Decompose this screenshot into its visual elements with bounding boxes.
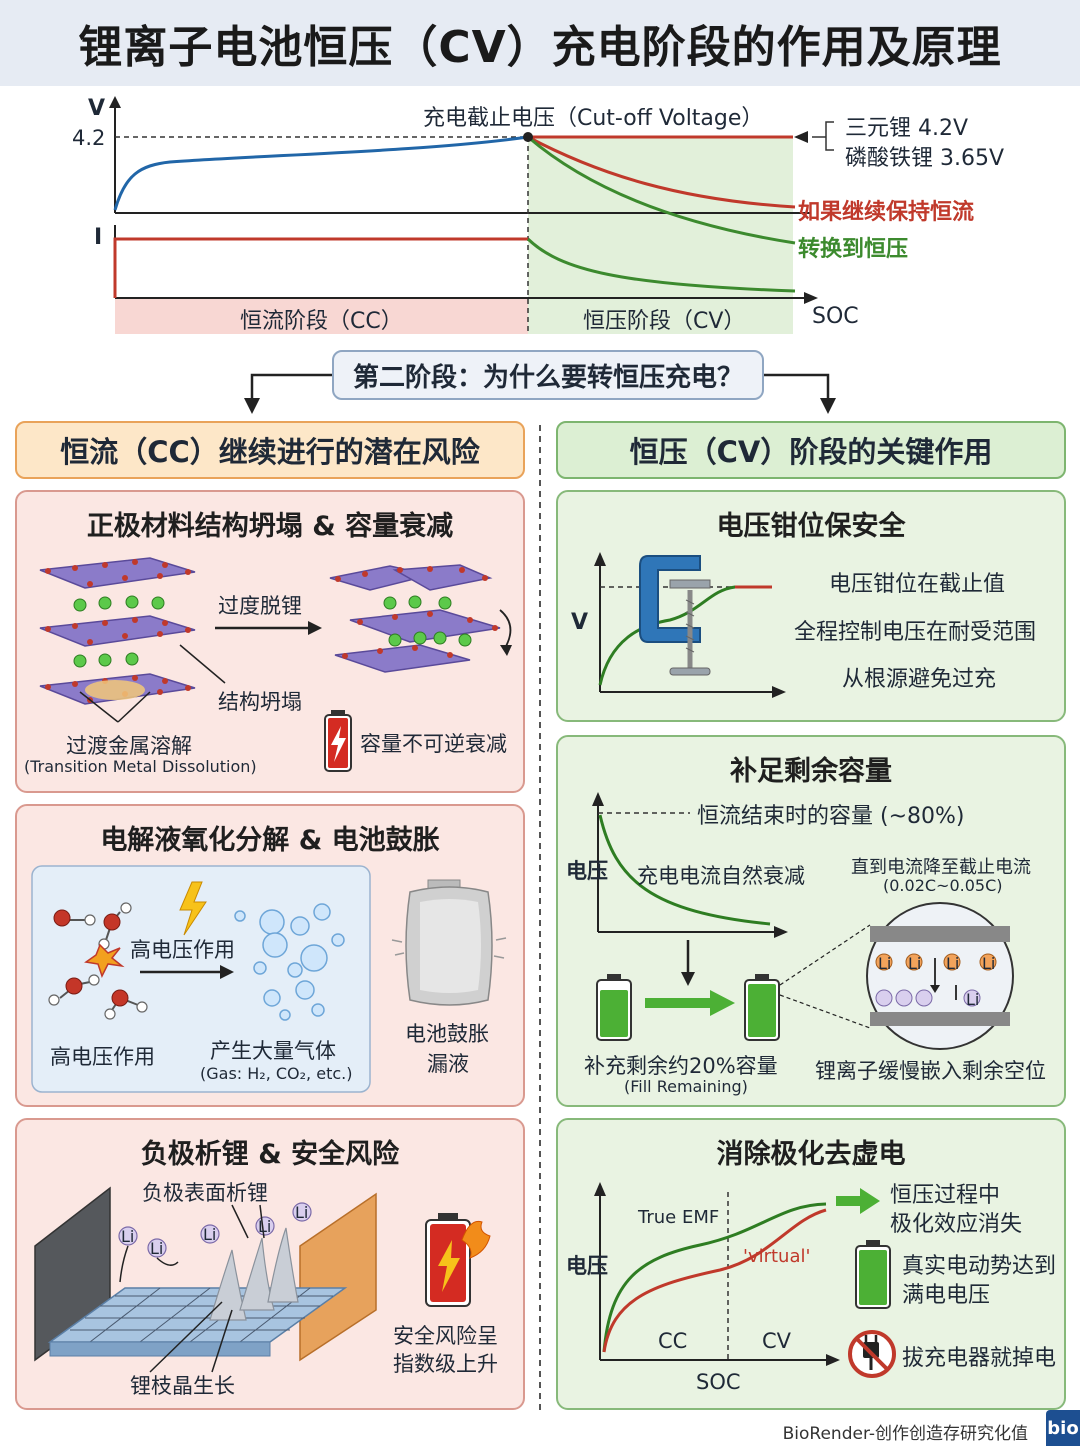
over-delithiation-label: 过度脱锂 — [218, 594, 302, 618]
clamp-line-2: 全程控制电压在耐受范围 — [794, 620, 1037, 645]
switch-cv-label: 转换到恒压 — [798, 237, 909, 262]
plating-panel-title: 负极析锂 & 安全风险 — [140, 1139, 400, 1170]
gas-en-label: (Gas: H₂, CO₂, etc.) — [200, 1064, 353, 1083]
risk-label-1: 安全风险呈 — [393, 1324, 498, 1348]
left-header: 恒流（CC）继续进行的潜在风险 — [15, 421, 525, 479]
li-ion-4: Li — [258, 1217, 272, 1236]
fill-panel-title: 补足剩余容量 — [730, 756, 892, 787]
true-emf-text-2: 满电电压 — [902, 1283, 991, 1308]
li-ion-3: Li — [203, 1225, 217, 1244]
voltage-curve-cc — [113, 135, 529, 211]
until-cutoff-label: 直到电流降至截止电流 — [851, 857, 1031, 878]
slow-insertion-label: 锂离子缓慢嵌入剩余空位 — [815, 1059, 1046, 1083]
dendrite-label: 锂枝晶生长 — [130, 1374, 235, 1398]
tick-4-2: 4.2 — [72, 126, 106, 150]
clamp-line-3: 从根源避免过充 — [842, 667, 997, 692]
unplug-text: 拔充电器就掉电 — [902, 1346, 1057, 1371]
current-cv — [526, 237, 796, 293]
until-cutoff-range: (0.02C~0.05C) — [883, 876, 1003, 895]
zoom-li-1: Li — [878, 954, 892, 973]
virtual-label: 'virtual' — [743, 1246, 811, 1267]
question-box: 第二阶段：为什么要转恒压充电？ — [332, 350, 764, 400]
cc-axis-label: CC — [658, 1329, 688, 1353]
current-cc — [113, 237, 528, 298]
polarization-axis-label: 电压 — [566, 1254, 608, 1278]
high-voltage-label: 高电压作用 — [50, 1045, 155, 1069]
li-ion-5: Li — [295, 1203, 309, 1222]
fill-axis-label: 电压 — [566, 859, 608, 883]
cv-axis-label: CV — [762, 1329, 792, 1353]
plating-label: 负极表面析锂 — [142, 1181, 268, 1205]
swelling-label: 电池鼓胀 — [405, 1022, 489, 1046]
clamp-line-1: 电压钳位在截止值 — [829, 572, 1006, 597]
high-voltage-arrow-label: 高电压作用 — [130, 938, 235, 962]
right-header: 恒压（CV）阶段的关键作用 — [556, 421, 1066, 479]
soc-label: SOC — [812, 304, 859, 329]
li-ion-1: Li — [121, 1227, 135, 1246]
clamp-panel-title: 电压钳位保安全 — [716, 511, 906, 542]
polarization-text-1: 恒压过程中 — [890, 1183, 1001, 1208]
cc-stage-bg — [115, 298, 528, 334]
ncm-label: 三元锂 4.2V — [845, 116, 969, 141]
polarization-panel: 消除极化去虚电 — [556, 1118, 1066, 1410]
cc-stage-label: 恒流阶段（CC） — [240, 309, 403, 334]
zoom-li-4: Li — [982, 954, 996, 973]
capacity-loss-label: 容量不可逆衰减 — [360, 732, 507, 756]
cutoff-pointer — [794, 131, 808, 143]
keep-cc-label: 如果继续保持恒流 — [798, 200, 975, 225]
footer-credit: BioRender-创作创造存研究化值 — [782, 1424, 1028, 1444]
cv-stage-label: 恒压阶段（CV） — [583, 309, 746, 334]
soc-axis-arrow — [804, 292, 818, 304]
true-emf-label: True EMF — [638, 1207, 720, 1228]
clamp-axis-v: V — [571, 610, 589, 635]
gas-label: 产生大量气体 — [210, 1039, 336, 1063]
cc-capacity-label: 恒流结束时的容量 (~80%) — [697, 804, 965, 829]
page-title: 锂离子电池恒压（CV）充电阶段的作用及原理 — [78, 22, 1002, 73]
zoom-li-5: Li — [966, 990, 980, 1009]
switch-cv-curve — [527, 135, 796, 245]
keep-cc-curve — [527, 135, 796, 209]
zoom-li-3: Li — [946, 954, 960, 973]
lfp-label: 磷酸铁锂 3.65V — [845, 146, 1005, 171]
risk-label-2: 指数级上升 — [393, 1352, 498, 1376]
cathode-panel-title: 正极材料结构坍塌 & 容量衰减 — [86, 511, 454, 542]
chem-bracket — [825, 121, 834, 151]
zoom-li-2: Li — [908, 954, 922, 973]
v-axis-arrow — [109, 96, 121, 108]
current-decay-label: 充电电流自然衰减 — [637, 864, 805, 888]
v-label: V — [88, 96, 106, 121]
title-bar: 锂离子电池恒压（CV）充电阶段的作用及原理 — [0, 0, 1080, 86]
cutoff-point — [523, 132, 533, 142]
true-emf-text-1: 真实电动势达到 — [902, 1254, 1057, 1279]
li-ion-2: Li — [150, 1239, 164, 1258]
structure-collapse-label: 结构坍塌 — [218, 690, 302, 714]
polarization-panel-title: 消除极化去虚电 — [716, 1139, 906, 1170]
tm-dissolution-en: (Transition Metal Dissolution) — [24, 757, 257, 776]
polarization-soc-label: SOC — [696, 1370, 741, 1394]
i-label: I — [94, 225, 103, 250]
tm-dissolution-label: 过渡金属溶解 — [66, 734, 192, 758]
fill-remaining-en: (Fill Remaining) — [624, 1077, 748, 1096]
biorender-logo[interactable]: bio — [1046, 1410, 1080, 1446]
electrolyte-panel-title: 电解液氧化分解 & 电池鼓胀 — [100, 825, 440, 856]
polarization-text-2: 极化效应消失 — [890, 1212, 1023, 1237]
fill-remaining-label: 补充剩余约20%容量 — [584, 1054, 778, 1078]
leakage-label: 漏液 — [427, 1052, 469, 1076]
cutoff-label: 充电截止电压（Cut-off Voltage） — [423, 106, 764, 131]
